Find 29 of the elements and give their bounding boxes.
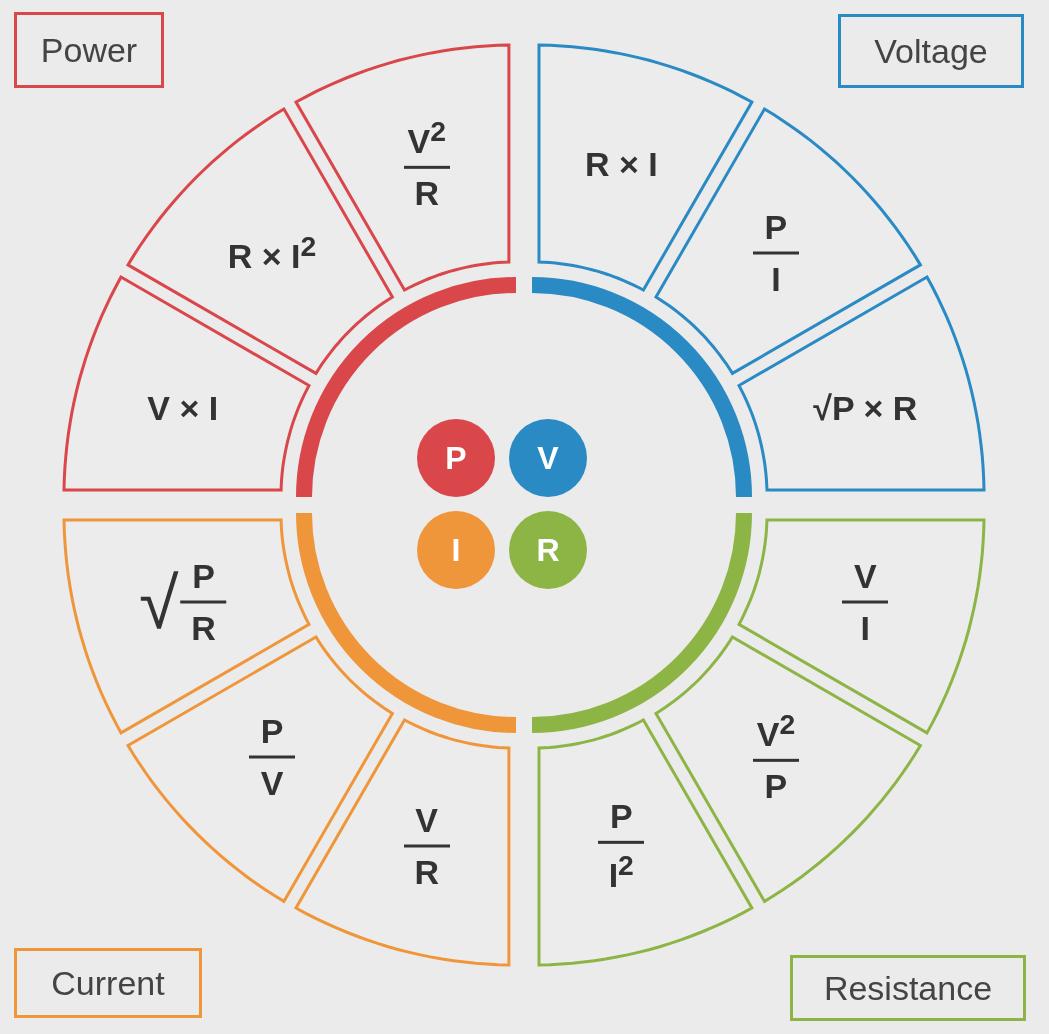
formula-text: P	[260, 711, 284, 751]
formula-text: P	[764, 767, 788, 807]
category-label: Current	[14, 948, 202, 1018]
formula-text: √P × R	[813, 388, 918, 428]
formula-text: V	[260, 763, 284, 803]
formula-text: V	[853, 556, 877, 596]
formula-text: I	[771, 259, 781, 299]
letter-circle: V	[509, 419, 587, 497]
letter-circle: I	[417, 511, 495, 589]
formula-text: V	[415, 800, 439, 840]
formula-text: V × I	[147, 388, 219, 428]
formula-text: P	[764, 207, 788, 247]
letter-circle: R	[509, 511, 587, 589]
category-label: Voltage	[838, 14, 1024, 88]
category-label: Resistance	[790, 955, 1026, 1021]
formula-text: I	[860, 608, 870, 648]
formula-text: P	[609, 797, 633, 837]
formula-text: P	[192, 556, 215, 596]
formula-text: R	[191, 608, 216, 648]
formula-text: R × I	[584, 144, 658, 184]
formula-text: V$^{2}$	[407, 114, 446, 161]
letter-circle: P	[417, 419, 495, 497]
formula-text: R	[414, 852, 439, 892]
category-label: Power	[14, 12, 164, 88]
radical-sign: √	[139, 561, 179, 644]
formula-text: V$^{2}$	[756, 707, 796, 755]
formula-text: I$^{2}$	[608, 849, 634, 896]
formula-text: R	[414, 173, 439, 213]
formula-text: R × I$^{2}$	[227, 229, 317, 277]
